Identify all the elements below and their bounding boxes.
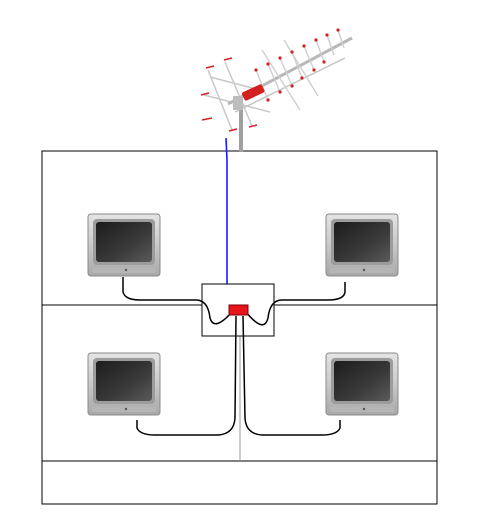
tv-top-right [325,213,399,277]
tv-antenna [200,28,353,132]
antenna-mast [239,110,243,461]
antenna-cable [225,137,239,309]
cable-top-right [245,282,346,326]
tv-bottom-left [87,352,161,416]
splitter [228,304,249,316]
distribution-cables [122,277,346,436]
tv-top-left [87,213,161,277]
cable-top-left [122,277,233,325]
cable-bottom-right [242,315,341,436]
cable-bottom-left [136,315,237,436]
tv-bottom-right [325,352,399,416]
